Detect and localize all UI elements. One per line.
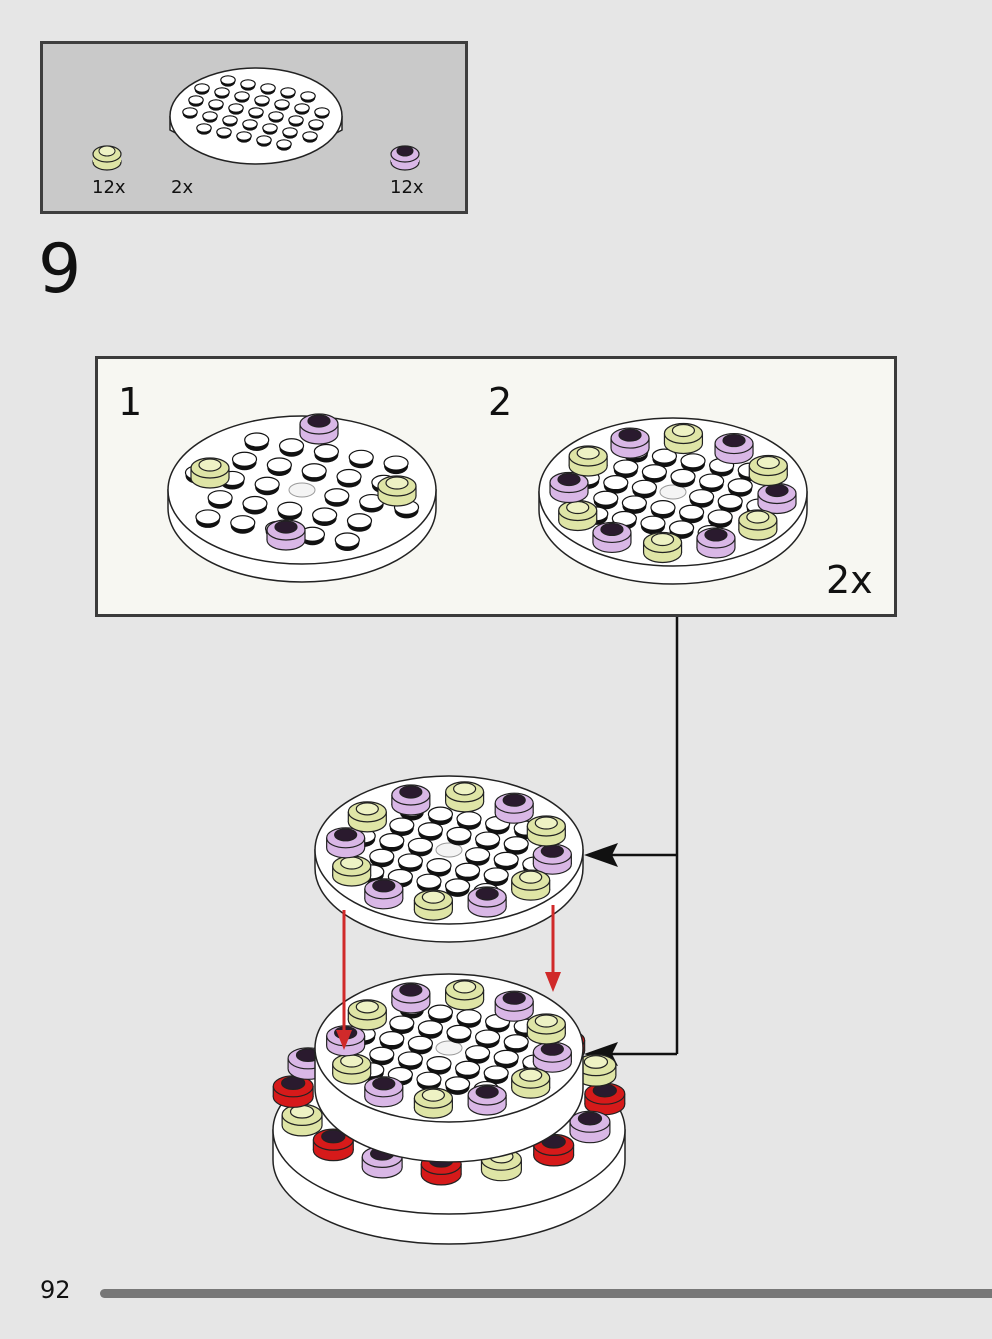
lavender-stud [266, 519, 306, 551]
lavender-stud [299, 413, 339, 445]
page-progress-bar [100, 1289, 992, 1298]
lavender-stud [757, 482, 797, 515]
lavender-stud [391, 982, 431, 1014]
parts-art [92, 67, 420, 171]
red-arrow-left-icon [336, 1030, 352, 1050]
tan-round-plate-icon [92, 145, 122, 171]
tan-stud [558, 499, 598, 532]
tan-stud [568, 445, 608, 477]
substep-2-number: 2 [488, 380, 513, 424]
substep-1-number: 1 [118, 380, 143, 424]
lavender-stud [467, 1084, 507, 1116]
tan-stud [281, 1103, 323, 1137]
tan-stud [413, 1087, 453, 1119]
substep-1-plate [167, 413, 437, 583]
cake-base-assembly [272, 973, 626, 1245]
placement-arrows [336, 905, 561, 1050]
tan-stud [332, 855, 372, 887]
tan-stud [526, 1013, 566, 1045]
lavender-quantity: 12x [390, 177, 424, 198]
lavender-stud [326, 827, 366, 859]
lavender-stud [569, 1110, 611, 1144]
tan-quantity: 12x [92, 177, 126, 198]
step-number: 9 [38, 230, 82, 309]
tan-stud [445, 781, 485, 813]
substep-2-multiplier: 2x [826, 558, 873, 602]
lavender-stud [592, 521, 632, 554]
lavender-round-plate-icon [390, 145, 420, 171]
parts-list-box: 12x 2x 12x [40, 41, 468, 214]
tan-stud [575, 1054, 617, 1087]
lavender-stud [714, 432, 754, 465]
page-number: 92 [40, 1276, 71, 1304]
lavender-stud [610, 427, 650, 459]
tan-stud [738, 509, 778, 541]
tan-stud [511, 869, 551, 901]
lavender-stud [364, 878, 404, 910]
lavender-stud [494, 990, 534, 1022]
callout-connector [584, 617, 679, 1066]
red-arrow-right-icon [545, 972, 561, 992]
substep-2-plate [538, 417, 808, 585]
red-stud [533, 1133, 575, 1167]
red-stud [584, 1082, 626, 1116]
tan-stud [347, 801, 387, 833]
tan-stud [190, 457, 230, 489]
tan-stud [511, 1067, 551, 1099]
tan-stud [347, 999, 387, 1031]
lavender-stud [549, 471, 589, 504]
lavender-stud [532, 843, 572, 875]
tan-stud [445, 979, 485, 1011]
tan-stud [748, 454, 788, 487]
white-plate-quantity: 2x [171, 177, 194, 198]
tan-stud [642, 531, 683, 564]
lavender-stud [391, 784, 431, 816]
tan-stud [663, 422, 704, 455]
lavender-stud [532, 1041, 572, 1073]
tan-stud [526, 815, 566, 847]
arrow-top-icon [584, 843, 618, 867]
lavender-stud [494, 792, 534, 824]
red-stud [312, 1128, 354, 1162]
lavender-stud [467, 886, 507, 918]
floating-plate [314, 775, 584, 943]
lavender-stud [696, 527, 736, 559]
white-round-plate-icon [169, 67, 343, 165]
red-stud [272, 1075, 314, 1108]
tan-stud [377, 475, 417, 507]
tan-stud [413, 889, 453, 921]
tan-stud [332, 1053, 372, 1085]
lavender-stud [364, 1076, 404, 1108]
